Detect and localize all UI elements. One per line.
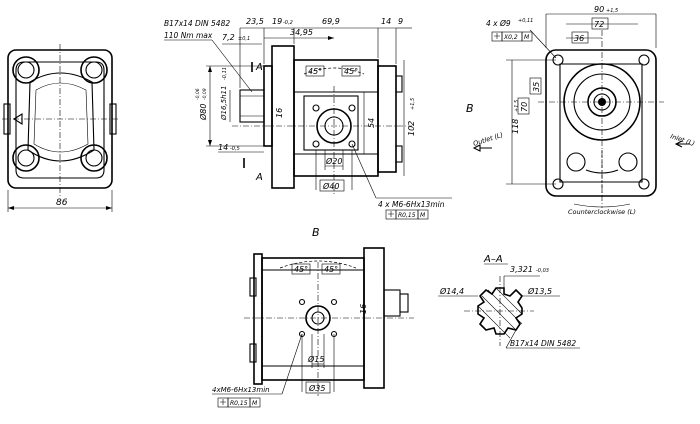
dim-3-321: 3,321: [510, 265, 533, 274]
dim-36: 36: [574, 34, 584, 43]
dim-90: 90: [594, 5, 604, 14]
dim-102-tol: +1,5: [410, 98, 416, 110]
dim-d13-5: Ø13,5: [527, 286, 552, 296]
front-view: 90 +1,5 72 36 4 x Ø9 +0,11 X0,2 M 118 +1…: [466, 5, 696, 216]
dim-d35: Ø35: [308, 383, 325, 393]
left-flange-view: 86: [2, 44, 118, 212]
note-pos-c-mod: M: [252, 400, 258, 407]
view-b: B 45° 45° Ø15 Ø35 16: [212, 226, 414, 408]
dim-16-5h11: Ø16,5h11: [220, 86, 228, 121]
bolt-boss-tl: [12, 56, 40, 84]
dim-118-tol: +1,5: [514, 100, 520, 112]
note-thread-main: 4 x M6-6Hx13min: [378, 200, 445, 209]
section-title: A–A: [483, 254, 503, 265]
dim-16-shaft: 16: [275, 108, 284, 118]
dim-7-2-tol: ±0,1: [238, 36, 250, 42]
angle-45-b: 45°: [344, 67, 358, 76]
dim-14-top: 14: [381, 17, 391, 26]
bolt-boss-tr: [80, 56, 108, 84]
dim-118: 118: [511, 119, 520, 134]
dim-86: 86: [56, 198, 68, 208]
dim-16-5h11-tol: -0,11: [222, 67, 228, 80]
side-view: 45° 45° A A 23,5 19 -0,2 69,9 14 9 34,95…: [164, 17, 452, 220]
dim-34-95: 34,95: [290, 28, 313, 37]
note-spline-top: B17x14 DIN 5482: [164, 19, 230, 28]
dim-9: 9: [398, 17, 403, 26]
dim-3-321-tol: -0,03: [536, 268, 549, 274]
dim-d14-4: Ø14,4: [439, 286, 464, 296]
dim-72: 72: [594, 20, 604, 29]
dim-80: Ø80: [198, 104, 208, 121]
label-rotation: Counterclockwise (L): [568, 208, 636, 216]
label-outlet: Outlet (L): [472, 131, 504, 148]
dim-54: 54: [367, 118, 376, 128]
dim-d40: Ø40: [322, 181, 339, 191]
dim-90-tol: +1,5: [606, 8, 618, 14]
label-inlet: Inlet (L): [669, 132, 695, 147]
note-pos-b-mod: M: [420, 212, 426, 219]
dim-14-side: 14: [218, 143, 228, 152]
section-mark-a-top: A: [255, 62, 263, 73]
dim-14-side-tol: -0,5: [230, 146, 240, 152]
note-holes4: 4 x Ø9: [486, 19, 511, 28]
bolt-boss-bl: [12, 144, 40, 172]
dim-19: 19: [272, 17, 282, 26]
dim-7-2: 7,2: [222, 33, 235, 42]
angle-45-d: 45°: [324, 265, 338, 274]
bolt-boss-br: [80, 144, 108, 172]
dim-69-9: 69,9: [322, 17, 340, 26]
note-holes4-tol: +0,11: [518, 18, 533, 24]
dim-16-b: 16: [359, 304, 368, 314]
note-pos-c: R0,15: [230, 400, 248, 407]
dim-19-tol: -0,2: [283, 20, 293, 26]
note-spline-section: B17x14 DIN 5482: [510, 339, 576, 348]
note-torque: 110 Nm max: [164, 31, 213, 40]
view-b-title: B: [312, 226, 320, 239]
note-pos-a: X0,2: [503, 34, 518, 41]
dim-102: 102: [407, 121, 416, 136]
dim-70: 70: [520, 102, 529, 112]
section-a-a: A–A Ø14,4 Ø13,5 3,321 -0,03 B17x14 DIN 5…: [438, 254, 580, 349]
view-b-arrow-label: B: [466, 102, 474, 115]
dim-d15: Ø15: [307, 354, 324, 364]
angle-45-a: 45°: [308, 67, 322, 76]
note-thread-b: 4xM6-6Hx13min: [212, 386, 270, 394]
section-mark-a-bottom: A: [255, 172, 263, 183]
angle-45-c: 45°: [294, 265, 308, 274]
dim-d20: Ø20: [325, 156, 342, 166]
dim-23-5: 23,5: [246, 17, 264, 26]
dim-35: 35: [532, 82, 541, 92]
note-pos-a-mod: M: [524, 34, 530, 41]
dim-80-tol-a: -0,06: [195, 88, 201, 100]
note-pos-b: R0,15: [398, 212, 416, 219]
dim-80-tol-b: -0,09: [202, 88, 208, 100]
